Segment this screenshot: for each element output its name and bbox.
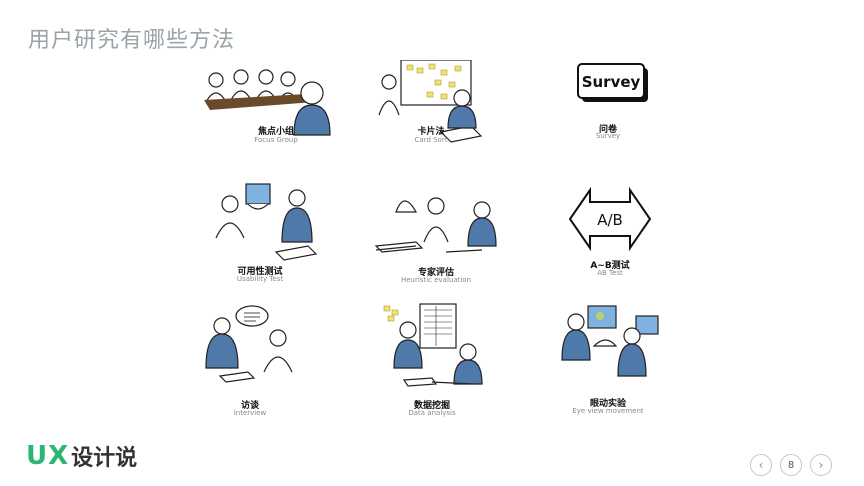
method-label-cn: 焦点小组 [257,127,294,137]
focus-group-illustration [204,69,331,136]
method-label-en: Card Sort [414,136,448,144]
method-label-en: Heuristic evaluation [400,276,472,284]
method-label-cn: 卡片法 [417,127,445,137]
method-label-en: AB Test [597,269,623,277]
method-label-cn: A~B测试 [590,261,630,271]
method-heuristic-evaluation: 专家评估 Heuristic evaluation [336,182,536,312]
method-label-en: Usability Test [236,275,284,283]
eye-view-movement-illustration [561,305,659,377]
chevron-right-icon: › [818,458,824,472]
prev-slide-button[interactable]: ‹ [750,454,772,476]
method-label-cn: 数据挖掘 [413,401,450,411]
method-survey: Survey 问卷 Survey [508,60,708,190]
ab-graphic-text: A/B [597,211,623,229]
method-label-cn: 可用性测试 [237,267,283,277]
page-number: 8 [780,454,802,476]
heuristic-evaluation-illustration [374,197,497,253]
next-slide-button[interactable]: › [810,454,832,476]
usability-test-illustration [215,183,318,261]
interview-illustration [205,305,293,383]
method-card-sort: 卡片法 Card Sort [331,60,531,190]
survey-graphic-text: Survey [582,73,641,91]
method-label-en: Interview [233,409,267,417]
chevron-left-icon: ‹ [758,458,764,472]
logo-cn-text: 设计说 [71,446,138,471]
method-eye-view-movement: 眼动实验 Eye view movement [508,302,708,432]
card-sort-illustration [378,60,483,143]
method-label-cn: 访谈 [240,401,259,411]
method-label-en: Data analysis [408,409,456,417]
method-label-cn: 眼动实验 [589,399,626,409]
method-data-analysis: 数据挖掘 Data analysis [332,302,532,432]
page-title: 用户研究有哪些方法 [28,28,236,53]
survey-illustration: Survey [577,63,648,102]
method-interview: 访谈 Interview [150,302,350,432]
method-label-cn: 专家评估 [417,268,454,278]
logo-ux-text: UX [26,441,70,471]
method-label-en: Focus Group [254,136,298,144]
ab-test-illustration: A/B [568,186,652,252]
data-analysis-illustration [383,303,483,387]
method-focus-group: 焦点小组 Focus Group [176,60,376,190]
brand-logo: UX 设计说 [26,440,137,472]
method-label-en: Eye view movement [572,407,644,415]
method-label-en: Survey [595,132,621,140]
method-label-cn: 问卷 [598,125,617,135]
method-ab-test: A/B A~B测试 AB Test [510,182,710,312]
page-number-text: 8 [787,459,795,471]
method-usability-test: 可用性测试 Usability Test [160,182,360,312]
